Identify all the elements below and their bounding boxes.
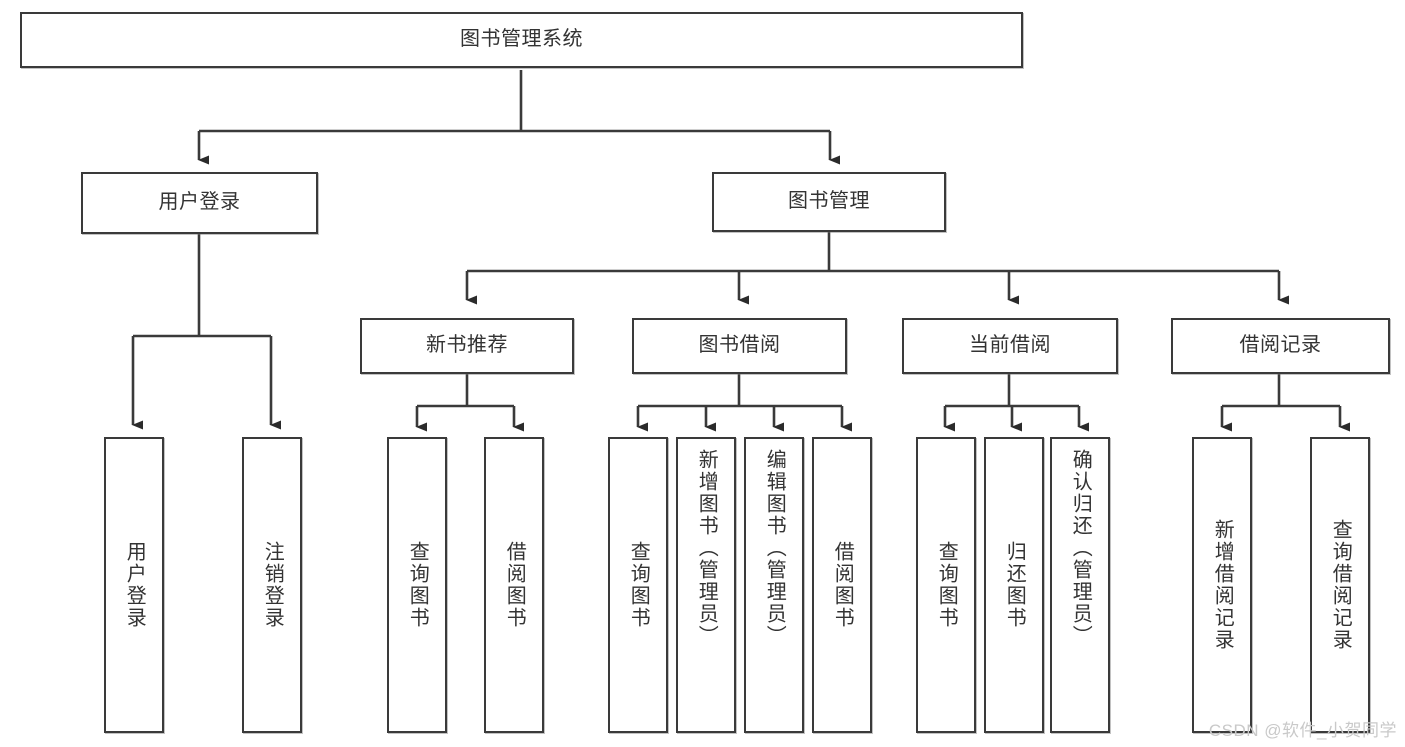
- leaf-query-record-label: 查询借阅记录: [1329, 519, 1352, 651]
- csdn-watermark: CSDN @软件_小贺同学: [1208, 721, 1397, 740]
- leaf-query-book-3-label: 查询图书: [935, 541, 958, 629]
- leaf-borrow-book-1[interactable]: 借阅图书: [484, 437, 544, 733]
- leaf-add-record[interactable]: 新增借阅记录: [1192, 437, 1252, 733]
- leaf-query-book-1[interactable]: 查询图书: [387, 437, 447, 733]
- node-book-manage-label: 图书管理: [788, 190, 870, 213]
- node-book-manage[interactable]: 图书管理: [712, 172, 946, 232]
- node-borrow-record-label: 借阅记录: [1239, 334, 1322, 357]
- leaf-query-book-1-label: 查询图书: [406, 541, 429, 629]
- node-user-login-label: 用户登录: [158, 191, 241, 214]
- leaf-borrow-book-2-label: 借阅图书: [831, 541, 854, 629]
- leaf-logout-login-label: 注销登录: [261, 541, 284, 629]
- leaf-edit-book-label: 编辑图书（管理员）: [763, 449, 786, 647]
- leaf-user-login-label: 用户登录: [123, 541, 146, 629]
- leaf-query-book-2-label: 查询图书: [627, 541, 650, 629]
- leaf-user-login[interactable]: 用户登录: [104, 437, 164, 733]
- leaf-confirm-return[interactable]: 确认归还（管理员）: [1050, 437, 1110, 733]
- leaf-borrow-book-1-label: 借阅图书: [503, 541, 526, 629]
- node-new-book-recommend[interactable]: 新书推荐: [360, 318, 574, 374]
- leaf-query-book-3[interactable]: 查询图书: [916, 437, 976, 733]
- leaf-confirm-return-label: 确认归还（管理员）: [1069, 449, 1092, 647]
- node-book-borrow[interactable]: 图书借阅: [632, 318, 847, 374]
- node-book-borrow-label: 图书借阅: [698, 334, 781, 357]
- leaf-return-book-label: 归还图书: [1003, 541, 1026, 629]
- leaf-edit-book[interactable]: 编辑图书（管理员）: [744, 437, 804, 733]
- node-root-system[interactable]: 图书管理系统: [20, 12, 1023, 68]
- leaf-query-record[interactable]: 查询借阅记录: [1310, 437, 1370, 733]
- leaf-add-book-label: 新增图书（管理员）: [695, 449, 718, 647]
- node-new-book-recommend-label: 新书推荐: [426, 334, 508, 357]
- node-root-system-label: 图书管理系统: [460, 28, 583, 51]
- leaf-return-book[interactable]: 归还图书: [984, 437, 1044, 733]
- node-current-borrow[interactable]: 当前借阅: [902, 318, 1118, 374]
- leaf-add-record-label: 新增借阅记录: [1211, 519, 1234, 651]
- leaf-logout-login[interactable]: 注销登录: [242, 437, 302, 733]
- node-current-borrow-label: 当前借阅: [969, 334, 1051, 357]
- node-user-login[interactable]: 用户登录: [81, 172, 318, 234]
- leaf-borrow-book-2[interactable]: 借阅图书: [812, 437, 872, 733]
- leaf-add-book[interactable]: 新增图书（管理员）: [676, 437, 736, 733]
- leaf-query-book-2[interactable]: 查询图书: [608, 437, 668, 733]
- node-borrow-record[interactable]: 借阅记录: [1171, 318, 1390, 374]
